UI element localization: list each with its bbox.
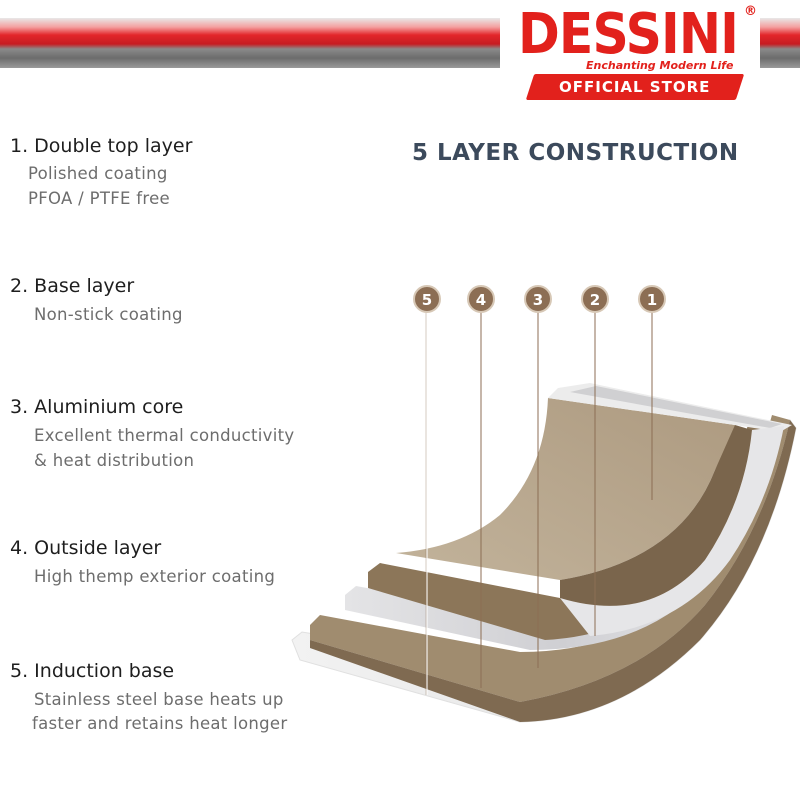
section-heading: 5 LAYER CONSTRUCTION: [412, 140, 739, 166]
layer-5-title: 5. Induction base: [10, 660, 175, 682]
layer-4-shape: [310, 415, 790, 702]
brand-tagline: Enchanting Modern Life: [586, 59, 734, 72]
badge-4-number: 4: [476, 291, 486, 309]
badge-1: 1: [638, 285, 666, 313]
layer-1-desc-2: PFOA / PTFE free: [28, 189, 170, 208]
layer-5-desc-1: Stainless steel base heats up: [34, 690, 284, 709]
layer-2-desc-1: Non-stick coating: [34, 305, 183, 324]
badge-5: 5: [413, 285, 441, 313]
brand-logo[interactable]: DESSINI ® Enchanting Modern Life OFFICIA…: [512, 4, 762, 100]
layer-4-desc-1: High themp exterior coating: [34, 567, 276, 586]
layer-1-edge-silver: [560, 426, 784, 636]
registered-mark: ®: [744, 4, 757, 19]
layer-1-title: 1. Double top layer: [10, 135, 193, 157]
layer-3-desc-1: Excellent thermal conductivity: [34, 426, 295, 445]
layer-4-title: 4. Outside layer: [10, 537, 162, 559]
layer-1-desc-1: Polished coating: [28, 164, 168, 183]
badge-3-number: 3: [533, 291, 543, 309]
header-stripe-right: [760, 18, 800, 68]
brand-name: DESSINI: [518, 2, 739, 67]
badge-3: 3: [524, 285, 552, 313]
layer-3-desc-2: & heat distribution: [34, 451, 195, 470]
badge-4: 4: [467, 285, 495, 313]
layer-2-title: 2. Base layer: [10, 275, 135, 297]
badge-1-number: 1: [647, 291, 657, 309]
badge-5-number: 5: [422, 291, 432, 309]
layer-5-desc-2: faster and retains heat longer: [32, 714, 288, 733]
layer-3-title: 3. Aluminium core: [10, 396, 184, 418]
layer-1-rim-steel: [570, 386, 782, 428]
badge-2-number: 2: [590, 291, 600, 309]
layer-4-shape-side: [310, 420, 796, 722]
layer-1-edge: [560, 425, 752, 606]
badge-2: 2: [581, 285, 609, 313]
header-stripe-left: [0, 18, 500, 68]
